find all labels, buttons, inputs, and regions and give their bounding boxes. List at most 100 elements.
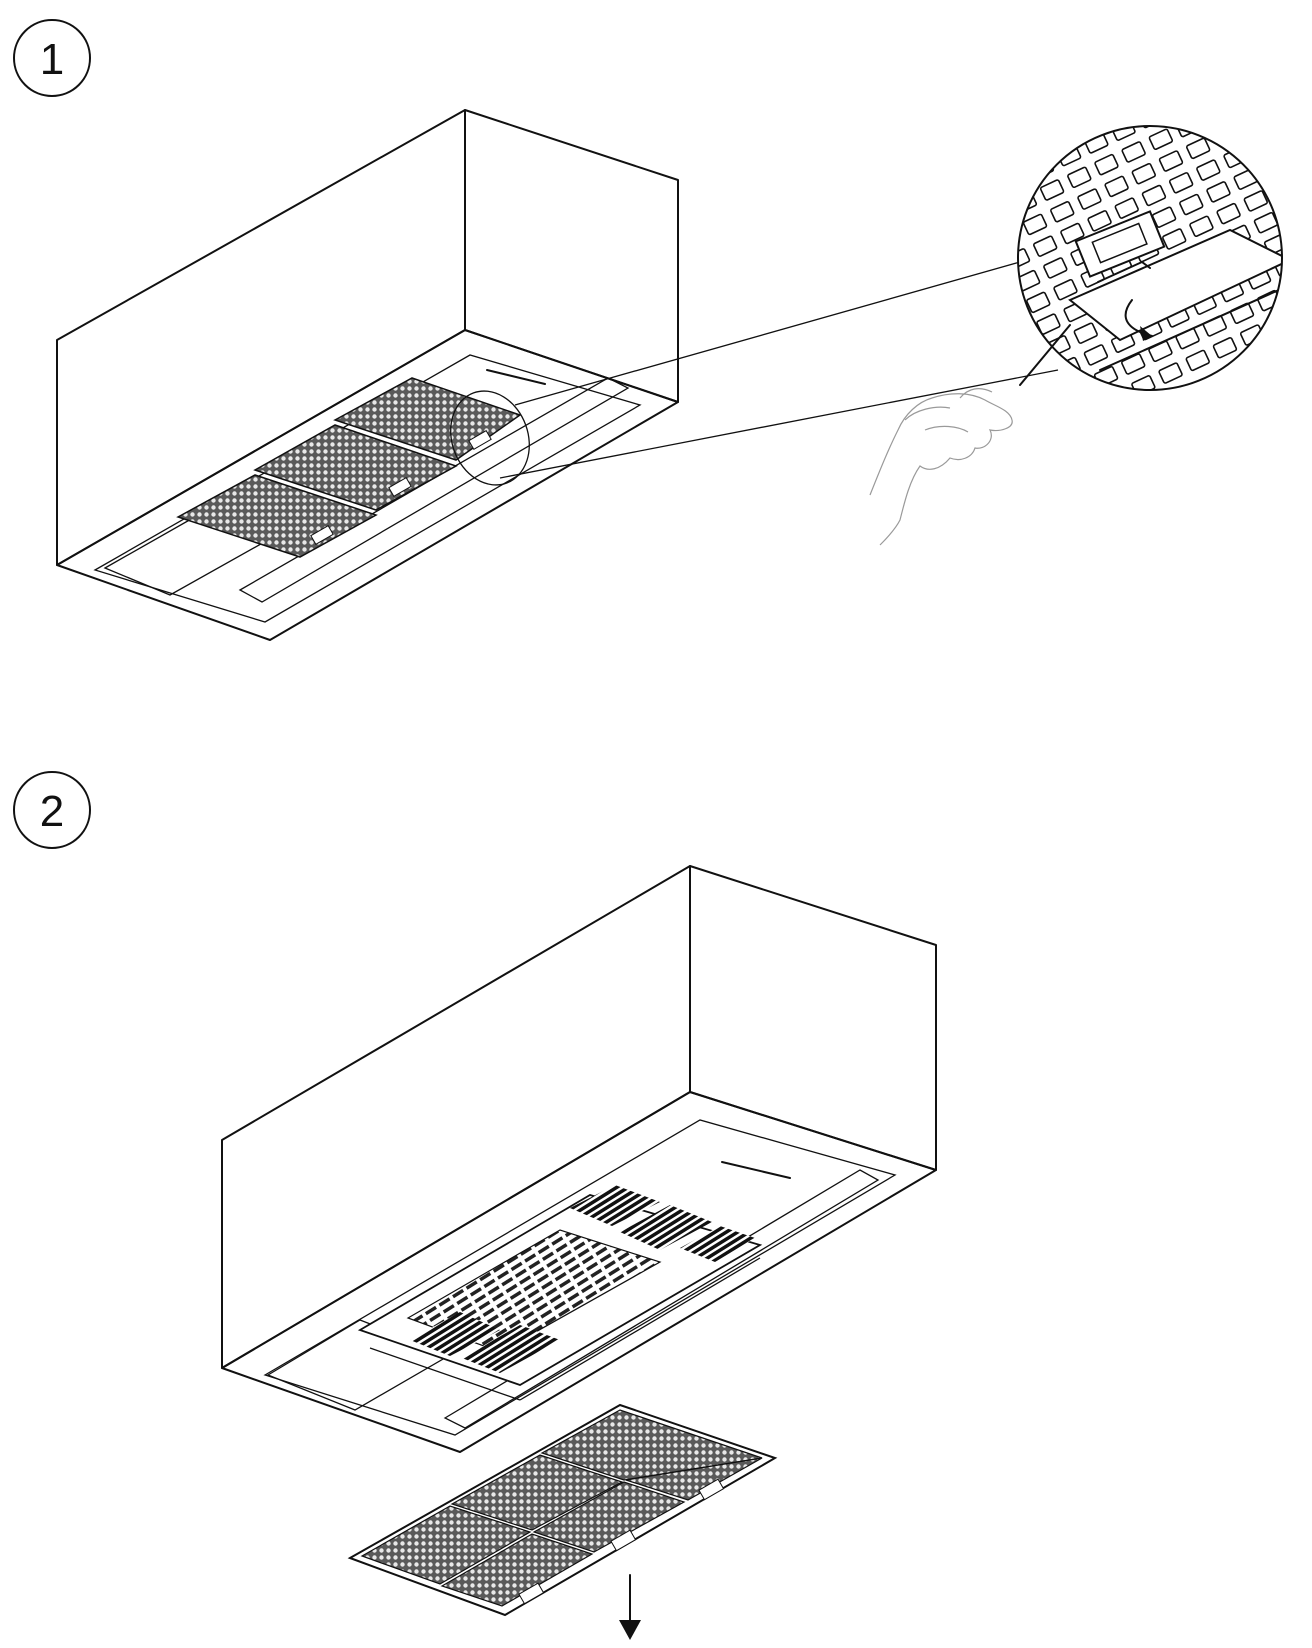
filter-hole: [1203, 103, 1227, 124]
filter-hole: [1039, 179, 1065, 201]
filter-hole: [948, 196, 972, 217]
filter-hole: [1104, 387, 1129, 390]
filter-hole: [1022, 213, 1048, 236]
filter-hole: [1074, 126, 1099, 132]
filter-hole: [1018, 226, 1021, 248]
filter-hole: [1294, 299, 1312, 320]
down-arrow-icon: [619, 1574, 641, 1640]
hood-body-2: [221, 865, 937, 1453]
filter-hole: [1258, 78, 1282, 99]
filter-hole: [938, 174, 962, 195]
filter-hole: [1129, 85, 1153, 106]
step-1: 1: [13, 19, 1312, 641]
filter-hole: [1230, 91, 1254, 112]
filter-hole: [1046, 126, 1072, 145]
filter-hole: [1131, 163, 1156, 185]
filter-hole: [993, 149, 1017, 170]
filter-hole: [1018, 326, 1034, 348]
filter-hole: [1284, 277, 1308, 298]
step-1-badge: 1: [13, 19, 91, 97]
filter-hole: [1040, 391, 1064, 412]
filter-hole: [1186, 137, 1211, 160]
filter-hole: [1185, 349, 1210, 372]
filter-hole: [1260, 155, 1282, 178]
filter-hole: [1083, 344, 1109, 366]
filter-hole: [1288, 143, 1312, 164]
filter-hole: [1308, 187, 1312, 208]
filter-hole: [1158, 150, 1184, 172]
filter-hole: [1298, 165, 1312, 186]
filter-hole: [1237, 35, 1261, 56]
filter-hole: [1060, 222, 1085, 245]
filter-hole: [1166, 94, 1190, 115]
filter-hole: [1141, 184, 1167, 207]
filter-hole: [1291, 221, 1312, 242]
filter-hole: [1156, 73, 1180, 94]
filter-hole: [1018, 248, 1031, 270]
hood-body-1: [56, 109, 679, 641]
filter-hole: [1250, 134, 1275, 156]
step-2-number: 2: [40, 787, 64, 836]
filter-hole: [1240, 126, 1265, 134]
step-2: 2: [13, 771, 937, 1640]
filter-hole: [969, 239, 993, 260]
filter-hole: [1094, 153, 1119, 176]
filter-hole: [1033, 235, 1058, 257]
filter-hole: [1104, 175, 1129, 198]
filter-hole: [1114, 197, 1139, 219]
filter-hole: [976, 183, 1000, 204]
filter-hole: [1050, 201, 1075, 223]
filter-hole: [1067, 166, 1092, 189]
filter-hole: [1206, 181, 1231, 203]
filter-hole: [1111, 126, 1136, 141]
filter-hole: [1247, 56, 1271, 77]
filter-hole: [1018, 304, 1024, 326]
filter-hole: [1043, 257, 1068, 279]
filter-hole: [1179, 193, 1204, 216]
hand-icon: [869, 388, 1013, 546]
filter-hole: [1193, 82, 1217, 103]
filter-hole: [986, 205, 1010, 226]
filter-hole: [1243, 190, 1268, 212]
filter-hole: [1277, 126, 1282, 143]
filter-hole: [1301, 243, 1312, 264]
filter-hole: [1183, 60, 1207, 81]
fan-grille: [357, 1185, 763, 1401]
magnifier-callout: [450, 35, 1312, 486]
filter-hole: [1196, 159, 1221, 181]
filter-hole: [1050, 413, 1074, 434]
filter-hole: [959, 217, 983, 238]
filter-hole: [1121, 353, 1146, 375]
filter-hole: [1216, 202, 1241, 225]
filter-hole: [1101, 98, 1125, 119]
filter-hole: [1053, 278, 1078, 301]
step-1-number: 1: [40, 35, 64, 84]
filter-hole: [1087, 210, 1112, 232]
filter-hole: [989, 283, 1013, 304]
filter-hole: [1220, 69, 1244, 90]
filter-hole: [1212, 337, 1238, 359]
filter-hole: [1077, 401, 1101, 422]
filter-hole: [1066, 378, 1092, 390]
removed-grease-filter: [347, 1403, 778, 1617]
filter-hole: [979, 261, 1003, 282]
filter-hole: [1077, 188, 1102, 210]
filter-hole: [1270, 177, 1282, 199]
step-2-badge: 2: [13, 771, 91, 849]
filter-hole: [1210, 47, 1234, 68]
filter-hole: [1189, 215, 1214, 238]
filter-hole: [1121, 141, 1146, 163]
filter-hole: [1138, 126, 1163, 129]
filter-hole: [1280, 199, 1282, 221]
filter-hole: [1073, 322, 1098, 344]
filter-hole: [1268, 100, 1292, 121]
filter-hole: [1026, 291, 1051, 314]
filter-hole: [965, 161, 989, 182]
grease-filter-1: [176, 377, 522, 558]
filter-hole: [1168, 172, 1194, 194]
filter-hole: [1158, 362, 1183, 384]
filter-hole: [1267, 311, 1282, 334]
filter-hole: [1162, 228, 1187, 250]
filter-hole: [1148, 128, 1174, 151]
